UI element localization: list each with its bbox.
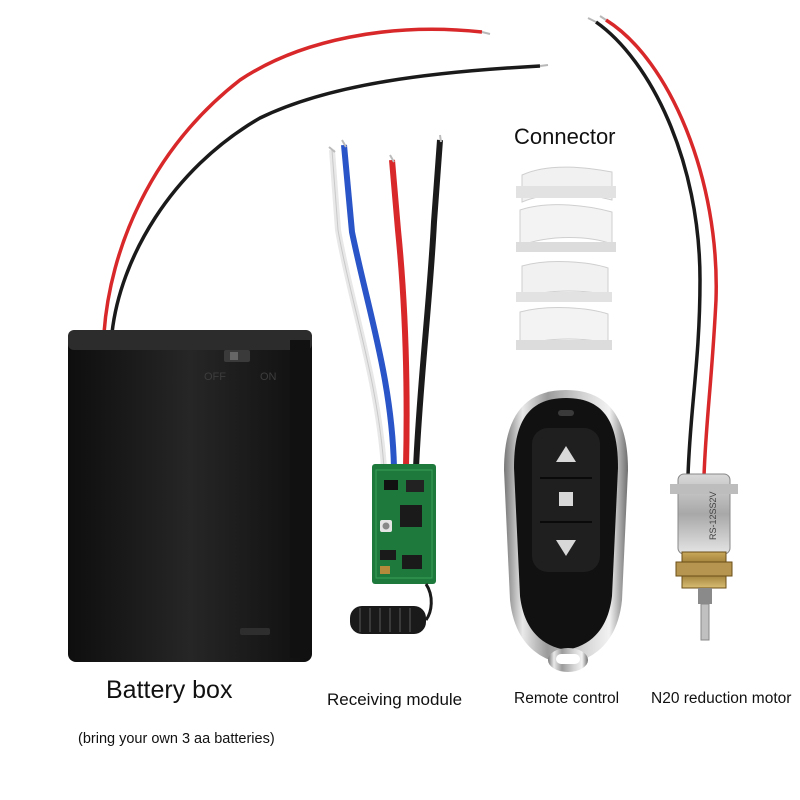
- battery-wires: [102, 27, 549, 334]
- receiving-module-label: Receiving module: [327, 690, 463, 709]
- receiver-wires: [328, 134, 443, 469]
- svg-text:RS-12SS2V: RS-12SS2V: [708, 491, 718, 540]
- connector-clip-4: [516, 307, 612, 350]
- down-button-icon: [556, 540, 576, 556]
- battery-box: OFF ON: [68, 330, 312, 662]
- battery-box-label: Battery box: [106, 676, 233, 704]
- connector-label: Connector: [514, 124, 616, 149]
- connector-clip-3: [516, 261, 612, 302]
- svg-text:OFF: OFF: [204, 371, 226, 383]
- remote-control: [504, 390, 628, 672]
- connectors: [516, 166, 616, 350]
- n20-motor: RS-12SS2V: [670, 473, 738, 641]
- svg-text:ON: ON: [260, 371, 277, 383]
- receiving-module: [350, 464, 436, 634]
- remote-control-label: Remote control: [514, 690, 620, 707]
- connector-clip-1: [516, 166, 616, 203]
- motor-wires: [587, 15, 718, 477]
- connector-clip-2: [516, 204, 616, 252]
- up-button-icon: [556, 446, 576, 462]
- stop-button-icon: [559, 492, 573, 506]
- antenna-coil-icon: [350, 583, 433, 634]
- motor-label: N20 reduction motor: [651, 690, 792, 707]
- battery-note-label: (bring your own 3 aa batteries): [78, 731, 275, 747]
